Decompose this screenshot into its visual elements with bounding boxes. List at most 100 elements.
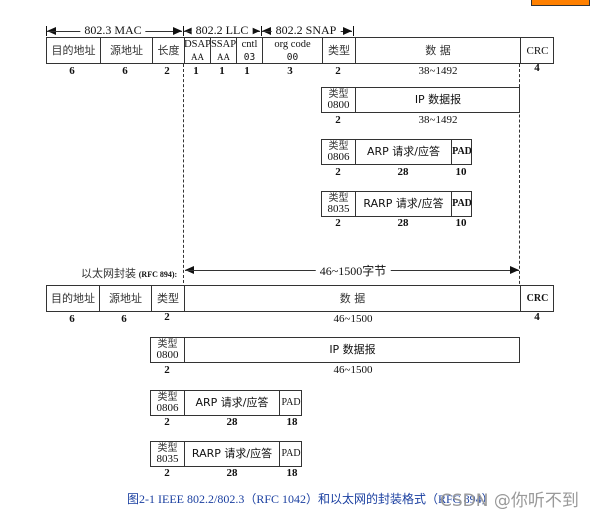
- field-label: 源地址: [110, 43, 143, 57]
- ieee-ip-frame: 类型 0800 IP 数据报: [321, 87, 520, 113]
- type-label: 类型: [328, 193, 349, 204]
- ethernet-main-frame: 目的地址 源地址 类型 数 据 CRC: [46, 285, 554, 312]
- arp-pad-field: PAD: [279, 391, 302, 415]
- size-type: 2: [164, 311, 170, 323]
- ieee-arp-frame: 类型 0806 ARP 请求/应答 PAD: [321, 139, 472, 165]
- size-dsap: 1: [193, 65, 199, 77]
- field-value: 03: [243, 51, 256, 63]
- field-data: 数 据: [355, 38, 520, 63]
- field-label: CRC: [526, 292, 549, 304]
- rarp-pad-field: PAD: [451, 192, 472, 216]
- payload-label: ARP 请求/应答: [195, 396, 269, 409]
- field-data: 数 据: [184, 286, 520, 311]
- field-src-addr: 源地址: [100, 38, 152, 63]
- field-dsap: DSAP AA: [184, 38, 211, 63]
- payload-label: RARP 请求/应答: [191, 447, 273, 460]
- size-crc: 4: [534, 62, 540, 74]
- ip-payload-size: 38~1492: [418, 114, 458, 126]
- ip-payload-field: IP 数据报: [184, 338, 520, 362]
- type-label: 类型: [157, 339, 178, 350]
- type-value: 8035: [327, 203, 350, 215]
- type-label: 类型: [328, 89, 349, 100]
- size-crc: 4: [534, 311, 540, 323]
- type-label: 类型: [157, 443, 178, 454]
- field-label: 长度: [157, 43, 180, 57]
- field-label: 数 据: [425, 43, 451, 57]
- rarp-type-size: 2: [335, 217, 341, 229]
- arp-pad-size: 10: [455, 166, 467, 178]
- arrow-right-icon: [251, 27, 260, 35]
- field-label: 目的地址: [51, 291, 95, 305]
- type-value: 0806: [327, 151, 350, 163]
- size-dest-addr: 6: [69, 65, 75, 77]
- arrow-right-icon: [173, 27, 182, 35]
- span-tick: [261, 26, 262, 36]
- field-crc: CRC: [520, 286, 554, 311]
- field-label: 目的地址: [51, 43, 96, 57]
- rarp-pad-size: 18: [286, 467, 298, 479]
- type-value: 0800: [156, 349, 179, 361]
- rarp-pad-field: PAD: [279, 442, 302, 466]
- size-data: 46~1500: [333, 313, 373, 325]
- field-label: cntl: [241, 38, 258, 50]
- rarp-type-field: 类型 8035: [322, 192, 355, 216]
- field-value: 00: [286, 51, 299, 63]
- top-badge: [531, 0, 590, 6]
- payload-label: IP 数据报: [414, 93, 462, 106]
- arp-payload-field: ARP 请求/应答: [355, 140, 451, 164]
- size-ssap: 1: [219, 65, 225, 77]
- rarp-type-size: 2: [164, 467, 170, 479]
- arp-pad-field: PAD: [451, 140, 472, 164]
- size-src-addr: 6: [121, 313, 127, 325]
- arrow-right-icon: [510, 266, 519, 274]
- span-label-802-2-llc: 802.2 LLC: [191, 23, 253, 38]
- ethernet-title-text: 以太网封装: [81, 267, 136, 280]
- type-value: 8035: [156, 453, 179, 465]
- field-dest-addr: 目的地址: [47, 286, 99, 311]
- type-label: 类型: [157, 392, 178, 403]
- field-label: CRC: [526, 44, 549, 57]
- pad-label: PAD: [452, 146, 472, 157]
- size-org-code: 3: [287, 65, 293, 77]
- ethernet-ip-frame: 类型 0800 IP 数据报: [150, 337, 520, 363]
- ieee-rarp-frame: 类型 8035 RARP 请求/应答 PAD: [321, 191, 472, 217]
- span-label-802-3-mac: 802.3 MAC: [80, 23, 146, 38]
- ieee-main-frame: 目的地址 源地址 长度 DSAP AA SSAP AA cntl 03 org …: [46, 37, 554, 64]
- size-data: 38~1492: [418, 65, 458, 77]
- field-type: 类型: [322, 38, 355, 63]
- field-value: AA: [191, 51, 204, 62]
- guide-dashed-line-right: [519, 64, 520, 294]
- figure-caption: 图2-1 IEEE 802.2/802.3（RFC 1042）和以太网的封装格式…: [127, 492, 494, 506]
- payload-label: IP 数据报: [329, 343, 376, 356]
- field-ssap: SSAP AA: [210, 38, 236, 63]
- span-label-46-1500: 46~1500字节: [315, 262, 391, 279]
- ip-type-field: 类型 0800: [151, 338, 184, 362]
- field-label: SSAP: [210, 38, 237, 50]
- field-label: 数 据: [339, 291, 366, 305]
- payload-label: ARP 请求/应答: [366, 145, 440, 158]
- span-tick: [353, 26, 354, 36]
- type-value: 0806: [156, 402, 179, 414]
- size-src-addr: 6: [122, 65, 128, 77]
- size-dest-addr: 6: [69, 313, 75, 325]
- type-label: 类型: [328, 141, 349, 152]
- field-length: 长度: [152, 38, 184, 63]
- arp-type-size: 2: [335, 166, 341, 178]
- field-label: 类型: [328, 43, 350, 57]
- field-src-addr: 源地址: [99, 286, 151, 311]
- rarp-payload-field: RARP 请求/应答: [184, 442, 279, 466]
- rarp-type-field: 类型 8035: [151, 442, 184, 466]
- ip-payload-field: IP 数据报: [355, 88, 520, 112]
- span-label-802-2-snap: 802.2 SNAP: [271, 23, 341, 38]
- field-value: AA: [217, 51, 230, 62]
- guide-dashed-line-left: [183, 64, 184, 288]
- arp-type-size: 2: [164, 416, 170, 428]
- field-type: 类型: [151, 286, 184, 311]
- pad-label: PAD: [281, 448, 301, 459]
- span-label-text: 46~1500字节: [319, 264, 387, 278]
- pad-label: PAD: [452, 198, 472, 209]
- ethernet-title-rfc: (RFC 894):: [138, 270, 178, 279]
- arp-pad-size: 18: [286, 416, 298, 428]
- size-cntl: 1: [244, 65, 250, 77]
- rarp-payload-size: 28: [397, 217, 409, 229]
